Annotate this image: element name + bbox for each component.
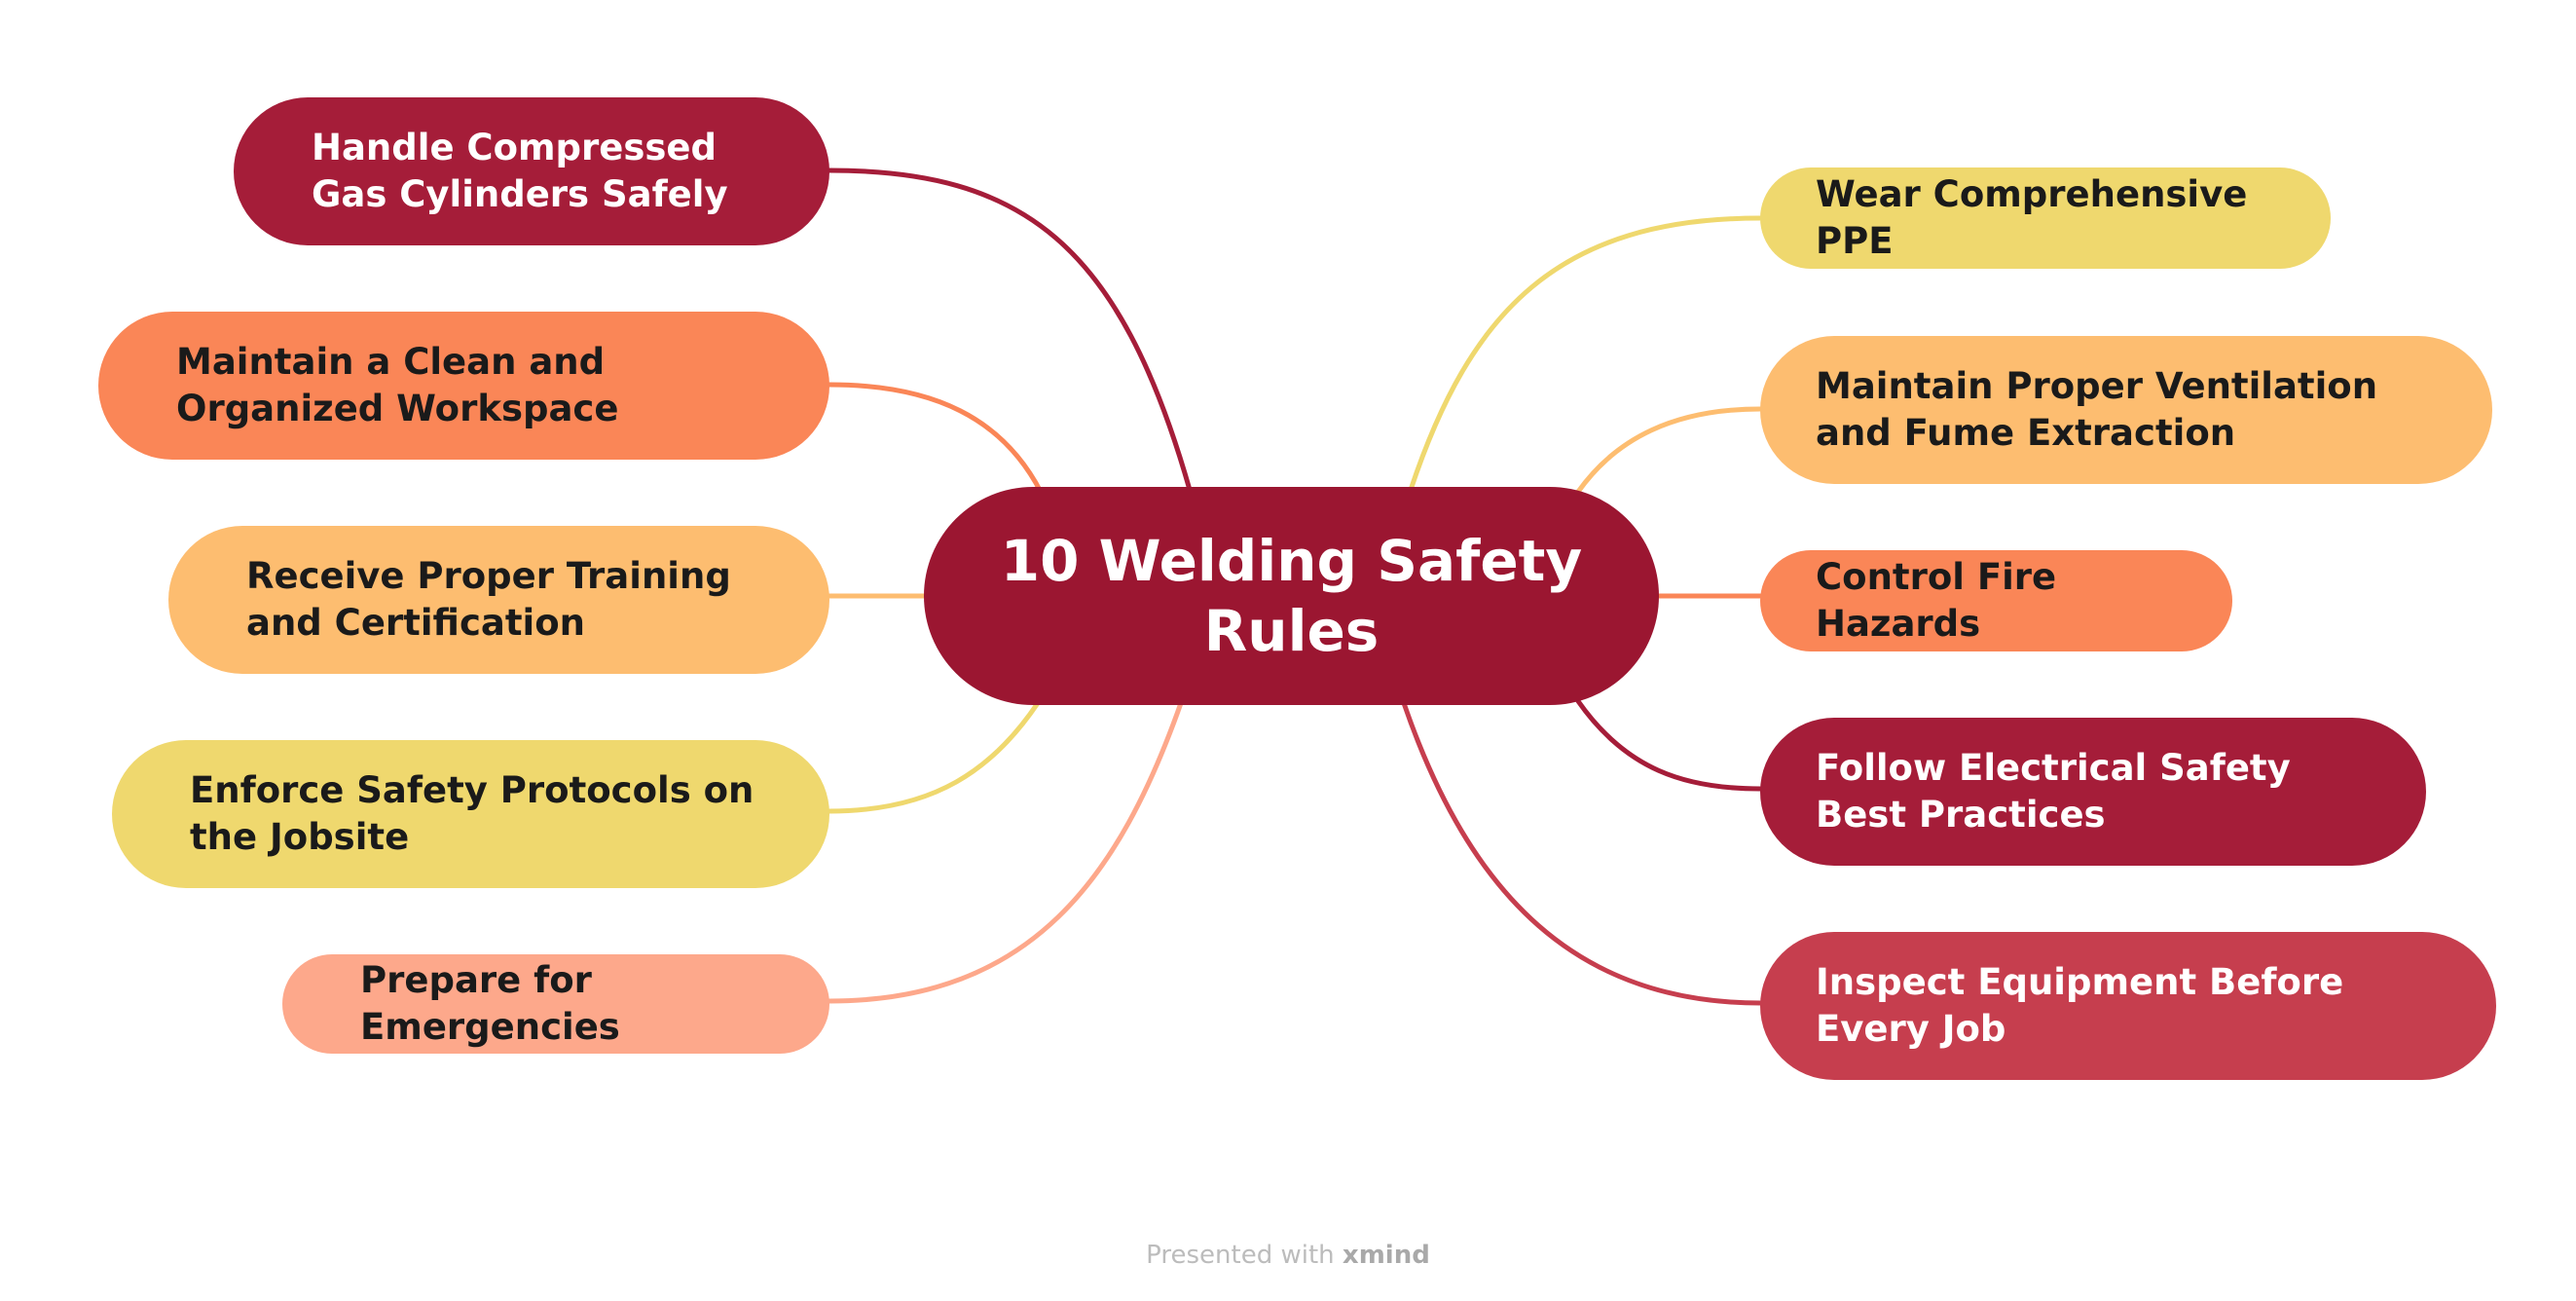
central-topic-label: 10 Welding Safety Rules [1000, 528, 1583, 664]
topic-prepare-for-emergencies[interactable]: Prepare for Emergencies [282, 954, 829, 1054]
footer-prefix: Presented with [1146, 1241, 1335, 1270]
topic-maintain-clean-workspace[interactable]: Maintain a Clean and Organized Workspace [98, 312, 829, 460]
topic-label: Control Fire Hazards [1816, 556, 2057, 645]
topic-handle-compressed-gas-cylinders[interactable]: Handle Compressed Gas Cylinders Safely [234, 97, 829, 245]
connector-right-3 [1575, 698, 1763, 792]
connector-left-0 [827, 167, 1193, 493]
connector-left-4 [827, 700, 1184, 1004]
topic-label: Receive Proper Training and Certificatio… [246, 555, 731, 644]
footer-brand: xmind [1342, 1241, 1430, 1270]
topic-label: Follow Electrical Safety Best Practices [1816, 747, 2291, 836]
central-topic[interactable]: 10 Welding Safety Rules [924, 487, 1659, 705]
topic-maintain-proper-ventilation[interactable]: Maintain Proper Ventilation and Fume Ext… [1760, 336, 2492, 484]
topic-label: Prepare for Emergencies [360, 959, 620, 1048]
topic-receive-proper-training[interactable]: Receive Proper Training and Certificatio… [168, 526, 829, 674]
topic-wear-comprehensive-ppe[interactable]: Wear Comprehensive PPE [1760, 167, 2331, 269]
topic-label: Handle Compressed Gas Cylinders Safely [312, 127, 728, 215]
topic-label: Enforce Safety Protocols on the Jobsite [190, 769, 754, 858]
topic-follow-electrical-safety[interactable]: Follow Electrical Safety Best Practices [1760, 718, 2426, 866]
connector-left-1 [827, 382, 1044, 495]
topic-label: Maintain Proper Ventilation and Fume Ext… [1816, 365, 2378, 454]
topic-enforce-safety-protocols[interactable]: Enforce Safety Protocols on the Jobsite [112, 740, 829, 888]
topic-inspect-equipment[interactable]: Inspect Equipment Before Every Job [1760, 932, 2496, 1080]
topic-label: Maintain a Clean and Organized Workspace [176, 341, 619, 429]
footer-attribution: Presented with xmind [0, 1241, 2576, 1270]
connector-left-3 [827, 700, 1041, 814]
topic-label: Wear Comprehensive PPE [1816, 173, 2248, 262]
topic-label: Inspect Equipment Before Every Job [1816, 961, 2344, 1050]
connector-right-1 [1575, 406, 1763, 495]
connector-right-4 [1401, 700, 1763, 1006]
topic-control-fire-hazards[interactable]: Control Fire Hazards [1760, 550, 2232, 651]
connector-right-0 [1408, 215, 1763, 493]
